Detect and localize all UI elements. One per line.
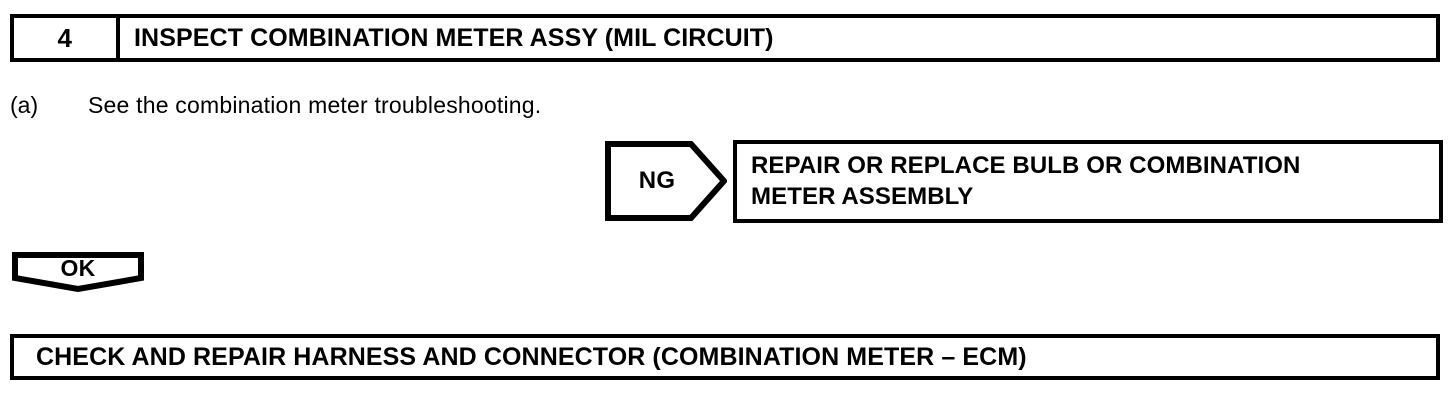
instruction-item: (a) See the combination meter troublesho… [10,92,541,119]
next-action-text: CHECK AND REPAIR HARNESS AND CONNECTOR (… [36,342,1027,371]
step-header: 4 INSPECT COMBINATION METER ASSY (MIL CI… [10,14,1440,62]
ng-result-line-2: METER ASSEMBLY [751,182,974,210]
next-action-box: CHECK AND REPAIR HARNESS AND CONNECTOR (… [10,334,1440,380]
step-title: INSPECT COMBINATION METER ASSY (MIL CIRC… [134,23,774,52]
ng-result-line-1: REPAIR OR REPLACE BULB OR COMBINATION [751,151,1301,179]
instruction-text: See the combination meter troubleshootin… [88,92,542,118]
step-number: 4 [14,18,120,58]
ng-branch-arrow-icon [605,141,727,221]
ng-result-box: REPAIR OR REPLACE BULB OR COMBINATION ME… [733,140,1443,223]
ok-branch-banner-icon [12,252,144,292]
instruction-marker: (a) [10,92,39,118]
